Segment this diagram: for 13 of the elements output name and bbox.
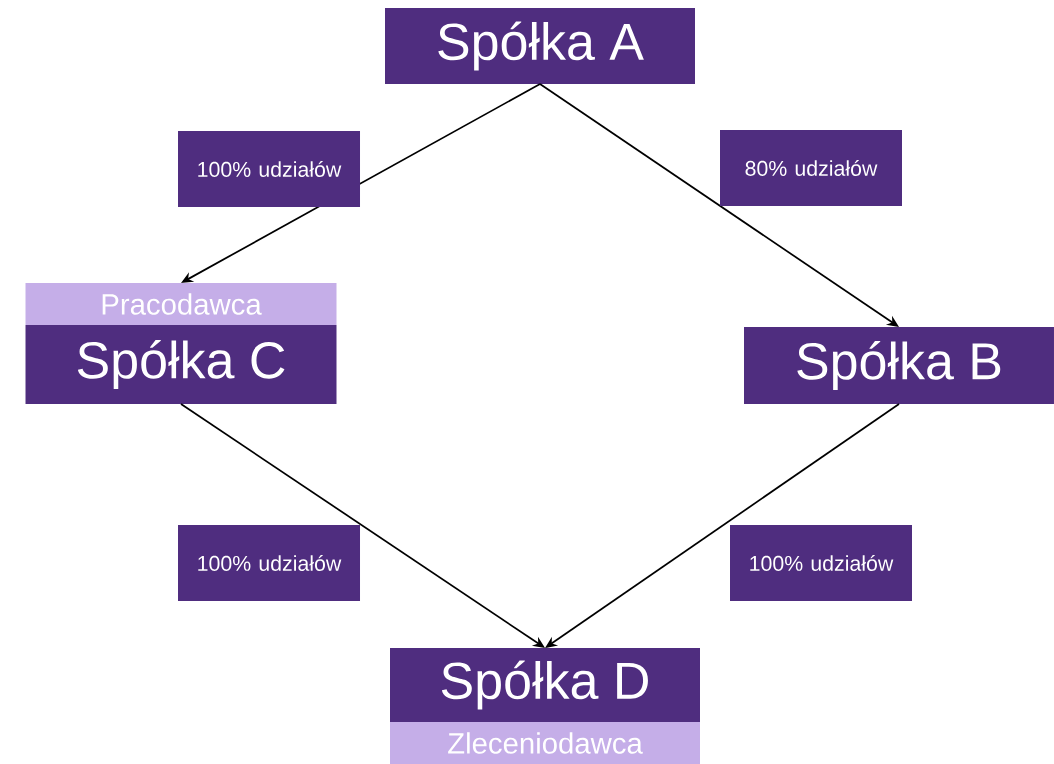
node-label: Pracodawca	[102, 293, 262, 315]
arrow	[545, 403, 900, 648]
company-box: Pracodawca Spółka C	[25, 283, 337, 404]
company-box: Spółka A	[385, 8, 695, 84]
node-label: Zleceniodawca	[448, 732, 643, 754]
company-box: Spółka D Zleceniodawca	[390, 648, 700, 764]
edge-label: 80% udziałów	[720, 130, 902, 206]
company-box: Spółka B	[744, 327, 1054, 404]
edge-label: 100% udziałów	[178, 131, 360, 207]
arrow	[180, 403, 545, 648]
arrow	[539, 83, 899, 327]
edge-label: 100% udziałów	[730, 525, 912, 601]
edge-label: 100% udziałów	[178, 525, 360, 601]
